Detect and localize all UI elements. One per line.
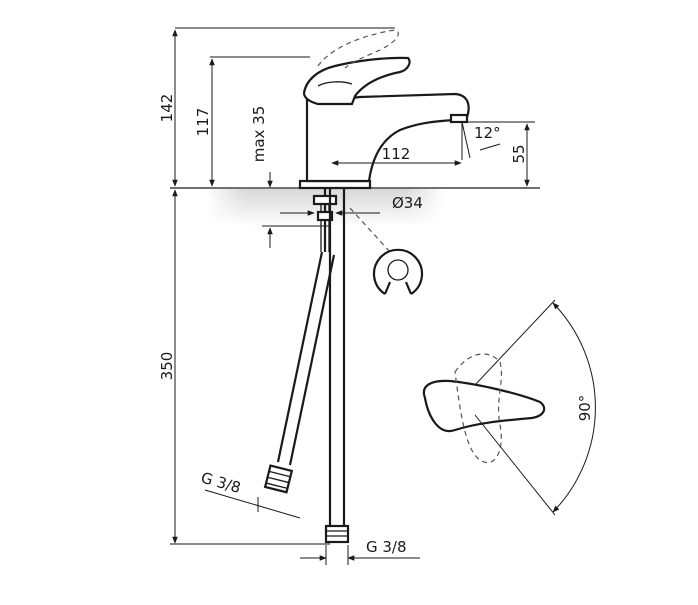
- label-base-diameter: Ø34: [392, 194, 423, 212]
- label-thread-left: G 3/8: [199, 469, 243, 497]
- label-rotation-angle: 90°: [576, 395, 594, 422]
- dimension-thread-right: [300, 545, 420, 565]
- label-hose-length: 350: [158, 352, 176, 381]
- dimension-thread-left: [204, 489, 301, 519]
- label-max-thickness: max 35: [250, 106, 268, 163]
- countertop: [170, 187, 540, 227]
- label-lever-height: 117: [194, 108, 212, 137]
- mounting-assembly: [263, 188, 350, 544]
- label-total-height: 142: [158, 94, 176, 123]
- dimension-lever-height: [209, 56, 310, 187]
- dimension-max-thickness: [262, 172, 330, 248]
- dimension-spout-angle: [461, 121, 501, 160]
- clip-detail: [349, 207, 424, 295]
- label-thread-right: G 3/8: [366, 538, 407, 556]
- label-spout-reach: 112: [382, 145, 411, 163]
- dimension-total-height: [172, 27, 395, 187]
- label-spout-angle: 12°: [474, 124, 501, 142]
- dimension-hose-length: [170, 189, 330, 545]
- label-spout-height: 55: [510, 144, 528, 163]
- handle-top-view: [422, 299, 596, 516]
- faucet-body: [298, 29, 470, 190]
- dimension-spout-height: [466, 121, 535, 187]
